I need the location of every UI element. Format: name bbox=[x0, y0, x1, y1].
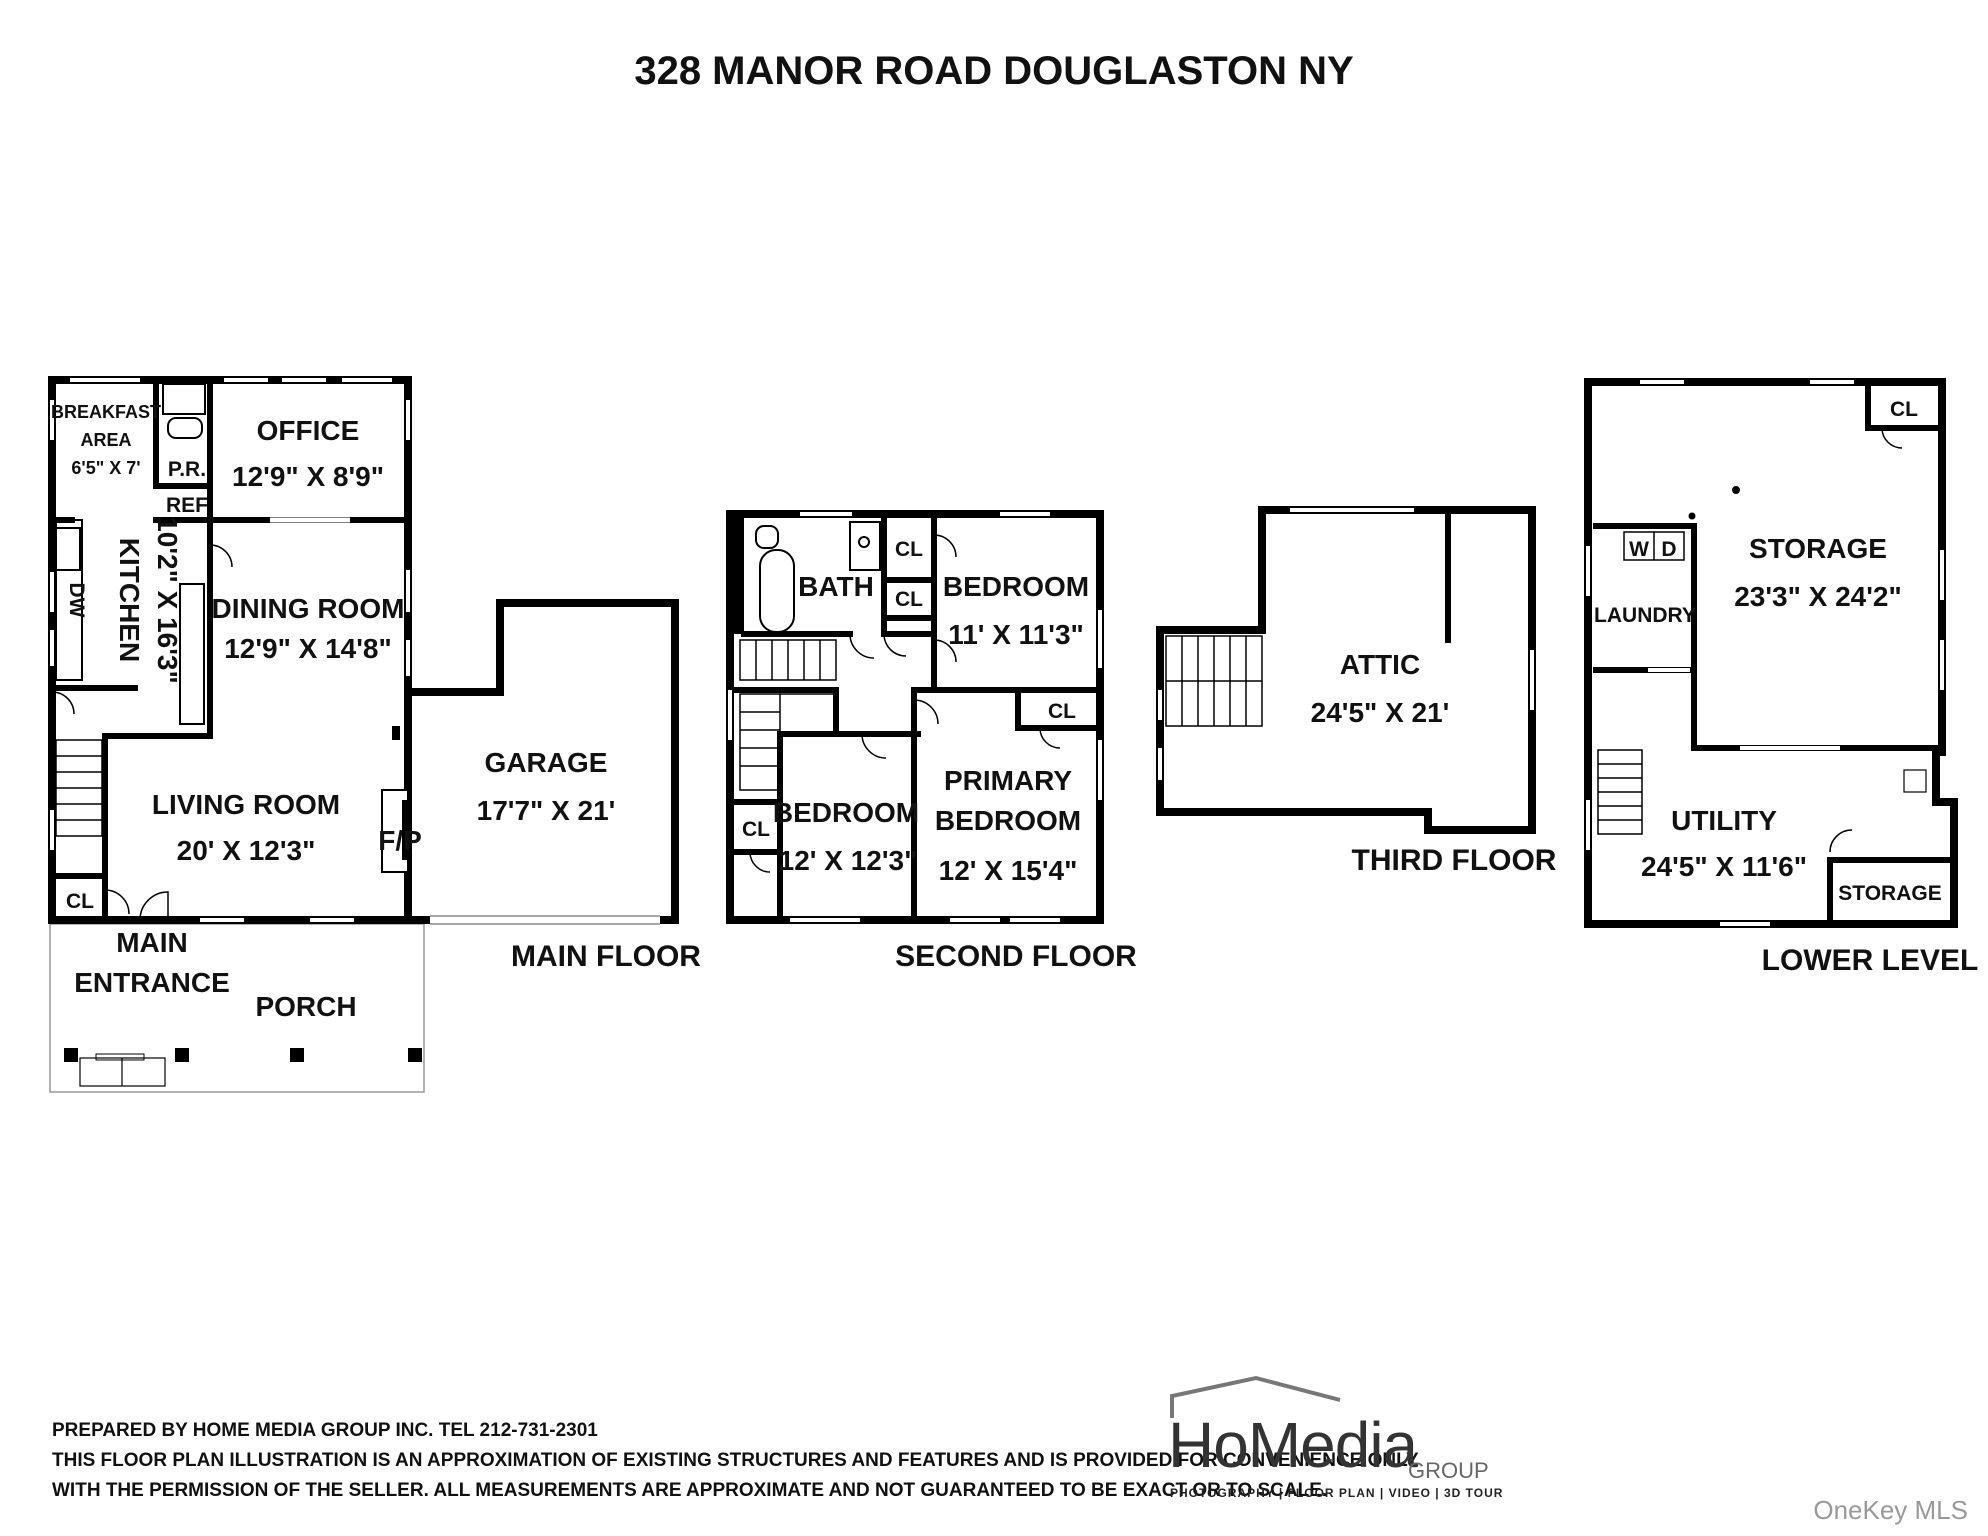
attic-name: ATTIC bbox=[1340, 649, 1420, 680]
lower-closet-label: CL bbox=[1890, 398, 1918, 421]
second-closet-4: CL bbox=[742, 818, 770, 841]
main-entrance-line2: ENTRANCE bbox=[74, 967, 230, 998]
primary-name1: PRIMARY bbox=[944, 765, 1072, 796]
powder-room-label: P.R. bbox=[168, 458, 206, 481]
bedroom1-name: BEDROOM bbox=[943, 571, 1089, 602]
dining-name: DINING ROOM bbox=[212, 593, 405, 624]
bedroom1-dims: 11' X 11'3" bbox=[948, 619, 1084, 650]
kitchen-dims: 10'2" X 16'3" bbox=[152, 516, 183, 684]
bath-label: BATH bbox=[798, 571, 874, 602]
dishwasher-label: DW bbox=[65, 583, 88, 618]
lower-level: W D CL STORAGE 23'3" X 24'2" LAUNDRY UTI… bbox=[1584, 378, 1979, 977]
second-windows bbox=[728, 512, 1102, 922]
ref-label: REF bbox=[166, 494, 208, 517]
breakfast-name1: BREAKFAST bbox=[51, 402, 161, 422]
dining-dims: 12'9" X 14'8" bbox=[224, 633, 392, 664]
lower-windows bbox=[1586, 380, 1944, 926]
second-floor-walls bbox=[726, 510, 1104, 924]
main-floor-label: MAIN FLOOR bbox=[511, 940, 701, 973]
primary-dims: 12' X 15'4" bbox=[939, 855, 1078, 886]
storage-small-label: STORAGE bbox=[1838, 882, 1941, 905]
dryer-label: D bbox=[1661, 538, 1676, 561]
second-doors bbox=[749, 534, 1061, 873]
second-closet-2: CL bbox=[895, 588, 923, 611]
plan-title: 328 MANOR ROAD DOUGLASTON NY bbox=[634, 49, 1354, 93]
utility-name: UTILITY bbox=[1671, 805, 1777, 836]
porch-outline bbox=[49, 923, 425, 1093]
porch-label: PORCH bbox=[255, 991, 356, 1022]
garage-name: GARAGE bbox=[485, 747, 608, 778]
second-closet-3: CL bbox=[1048, 700, 1076, 723]
living-name: LIVING ROOM bbox=[152, 789, 340, 820]
lower-doors bbox=[1829, 427, 1903, 853]
primary-name2: BEDROOM bbox=[935, 805, 1081, 836]
disclaimer-line-1: PREPARED BY HOME MEDIA GROUP INC. TEL 21… bbox=[52, 1420, 598, 1441]
lower-level-walls bbox=[1584, 378, 1958, 928]
second-closet-1: CL bbox=[895, 538, 923, 561]
third-floor-label: THIRD FLOOR bbox=[1352, 844, 1557, 877]
main-windows bbox=[50, 378, 410, 922]
third-floor-walls bbox=[1156, 506, 1536, 834]
porch-columns bbox=[64, 1048, 422, 1087]
second-floor-label: SECOND FLOOR bbox=[895, 940, 1137, 973]
storage-dims: 23'3" X 24'2" bbox=[1734, 581, 1902, 612]
main-doors bbox=[51, 544, 233, 921]
lower-stairs bbox=[1597, 749, 1643, 835]
bedroom2-dims: 12' X 12'3" bbox=[779, 845, 918, 876]
utility-dims: 24'5" X 11'6" bbox=[1641, 851, 1807, 882]
logo-house-icon bbox=[1170, 1375, 1341, 1418]
bedroom2-name: BEDROOM bbox=[773, 797, 919, 828]
second-floor: BATH CL CL BEDROOM 11' X 11'3" CL PRIMAR… bbox=[726, 510, 1137, 973]
logo-group: GROUP bbox=[1408, 1458, 1489, 1483]
disclaimer-line-2: THIS FLOOR PLAN ILLUSTRATION IS AN APPRO… bbox=[52, 1450, 1419, 1471]
laundry-label: LAUNDRY bbox=[1594, 604, 1696, 627]
main-entrance-line1: MAIN bbox=[116, 927, 188, 958]
third-stairs bbox=[1165, 635, 1263, 727]
main-floor: BREAKFAST AREA 6'5" X 7' P.R. REF OFFICE… bbox=[48, 376, 701, 1093]
logo-tagline: PHOTOGRAPHY | FLOOR PLAN | VIDEO | 3D TO… bbox=[1170, 1486, 1504, 1500]
third-floor: ATTIC 24'5" X 21' THIRD FLOOR bbox=[1156, 506, 1557, 877]
main-stairs bbox=[55, 739, 103, 837]
second-stairs bbox=[739, 639, 837, 791]
bath-fixtures bbox=[755, 521, 881, 633]
logo-wordmark: HoMedia bbox=[1168, 1409, 1418, 1481]
lower-level-label: LOWER LEVEL bbox=[1762, 944, 1979, 977]
washer-label: W bbox=[1629, 538, 1649, 561]
living-dims: 20' X 12'3" bbox=[177, 835, 316, 866]
main-closet-label: CL bbox=[66, 890, 94, 913]
lower-interior-walls bbox=[1593, 379, 1957, 927]
third-windows bbox=[1158, 508, 1534, 780]
garage-dims: 17'7" X 21' bbox=[477, 795, 616, 826]
disclaimer-line-3: WITH THE PERMISSION OF THE SELLER. ALL M… bbox=[52, 1480, 1328, 1501]
breakfast-name2: AREA bbox=[80, 430, 131, 450]
mls-watermark: OneKey MLS bbox=[1813, 1495, 1968, 1525]
office-dims: 12'9" X 8'9" bbox=[232, 461, 384, 492]
fireplace-label: F/P bbox=[378, 825, 422, 856]
kitchen-name: KITCHEN bbox=[114, 538, 145, 662]
storage-name: STORAGE bbox=[1749, 533, 1887, 564]
breakfast-dims: 6'5" X 7' bbox=[71, 458, 140, 478]
attic-dims: 24'5" X 21' bbox=[1311, 697, 1450, 728]
office-name: OFFICE bbox=[257, 415, 360, 446]
kitchen-counters bbox=[55, 383, 206, 725]
